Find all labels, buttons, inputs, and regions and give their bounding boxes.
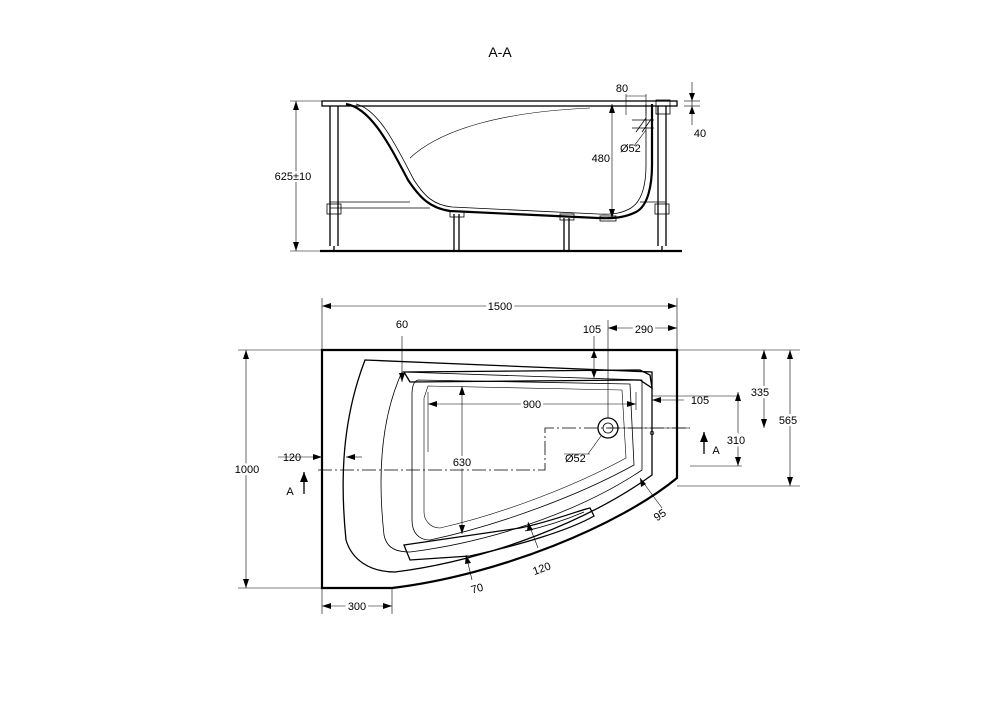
dim-drain-side: Ø52 xyxy=(620,129,647,155)
overflow-dot xyxy=(649,430,655,436)
dim-70: 70 xyxy=(465,554,485,597)
top-view: 1500 60 105 290 90 xyxy=(232,298,800,616)
side-view: 625±10 480 80 Ø52 40 xyxy=(273,82,706,253)
width-label: 1000 xyxy=(235,464,259,476)
dim-105-right-label: 105 xyxy=(691,395,709,407)
section-marker-right-label: A xyxy=(712,445,720,457)
tub-rim xyxy=(321,100,678,107)
dim-310-label: 310 xyxy=(727,435,745,447)
top-ledge xyxy=(402,369,653,390)
section-marker-right: A xyxy=(700,432,720,457)
dim-565-label: 565 xyxy=(779,415,797,427)
inner-recess xyxy=(411,379,635,541)
dim-630: 630 xyxy=(450,386,474,534)
drain-diameter-top-label: Ø52 xyxy=(565,453,586,465)
section-marker-left: A xyxy=(286,472,308,498)
tub-inner-section xyxy=(355,103,647,215)
dim-105-top-label: 105 xyxy=(583,324,601,336)
dim-95: 95 xyxy=(639,477,669,524)
dim-95-label: 95 xyxy=(652,507,669,524)
depth-label: 480 xyxy=(592,153,610,165)
dim-80: 80 xyxy=(616,83,647,115)
dim-120-bottom: 120 xyxy=(527,521,553,578)
dim-335-label: 335 xyxy=(751,387,769,399)
overflow-marks xyxy=(632,117,654,133)
frame-middle-legs xyxy=(449,210,575,251)
dim-335: 335 xyxy=(677,349,800,428)
dim-40: 40 xyxy=(684,82,706,140)
dim-60-label: 60 xyxy=(396,319,408,331)
length-label: 1500 xyxy=(488,301,512,313)
tub-outline-top xyxy=(320,348,679,590)
height-label: 625±10 xyxy=(275,171,312,183)
dim-120-left: 120 xyxy=(278,452,362,464)
dim-310: 310 xyxy=(690,392,748,467)
dim-depth: 480 xyxy=(592,104,615,218)
dim-80-label: 80 xyxy=(616,83,628,95)
drain-fitting-side xyxy=(599,215,617,222)
frame-left xyxy=(326,106,430,251)
dim-565: 565 xyxy=(677,350,800,487)
dim-105-right: 105 xyxy=(652,395,740,407)
dim-105-top: 105 xyxy=(583,324,601,378)
dim-width: 1000 xyxy=(232,349,322,589)
dim-900: 900 xyxy=(427,392,637,452)
dim-300-label: 300 xyxy=(348,601,366,613)
backrest-curve xyxy=(409,107,591,159)
bottom-ledge xyxy=(403,507,595,561)
dim-630-label: 630 xyxy=(453,457,471,469)
dim-drain-top: Ø52 xyxy=(564,435,602,465)
inner-recess-2 xyxy=(423,385,627,529)
dim-120-left-label: 120 xyxy=(283,452,301,464)
dim-120-bottom-label: 120 xyxy=(531,560,552,578)
frame-right xyxy=(640,99,671,251)
dim-length: 1500 xyxy=(321,298,678,350)
dim-70-label: 70 xyxy=(470,582,485,597)
dim-60: 60 xyxy=(396,319,408,382)
dim-300: 300 xyxy=(321,588,393,616)
section-marker-left-label: A xyxy=(286,486,294,498)
dim-40-label: 40 xyxy=(694,128,706,140)
dim-height: 625±10 xyxy=(273,100,322,252)
bowl-inner xyxy=(380,371,643,553)
dim-290-label: 290 xyxy=(635,324,653,336)
bowl-rim xyxy=(342,359,653,573)
dim-290: 290 xyxy=(607,320,677,418)
section-title: A-A xyxy=(488,44,512,60)
drain-diameter-side-label: Ø52 xyxy=(620,143,641,155)
dim-900-label: 900 xyxy=(523,399,541,411)
